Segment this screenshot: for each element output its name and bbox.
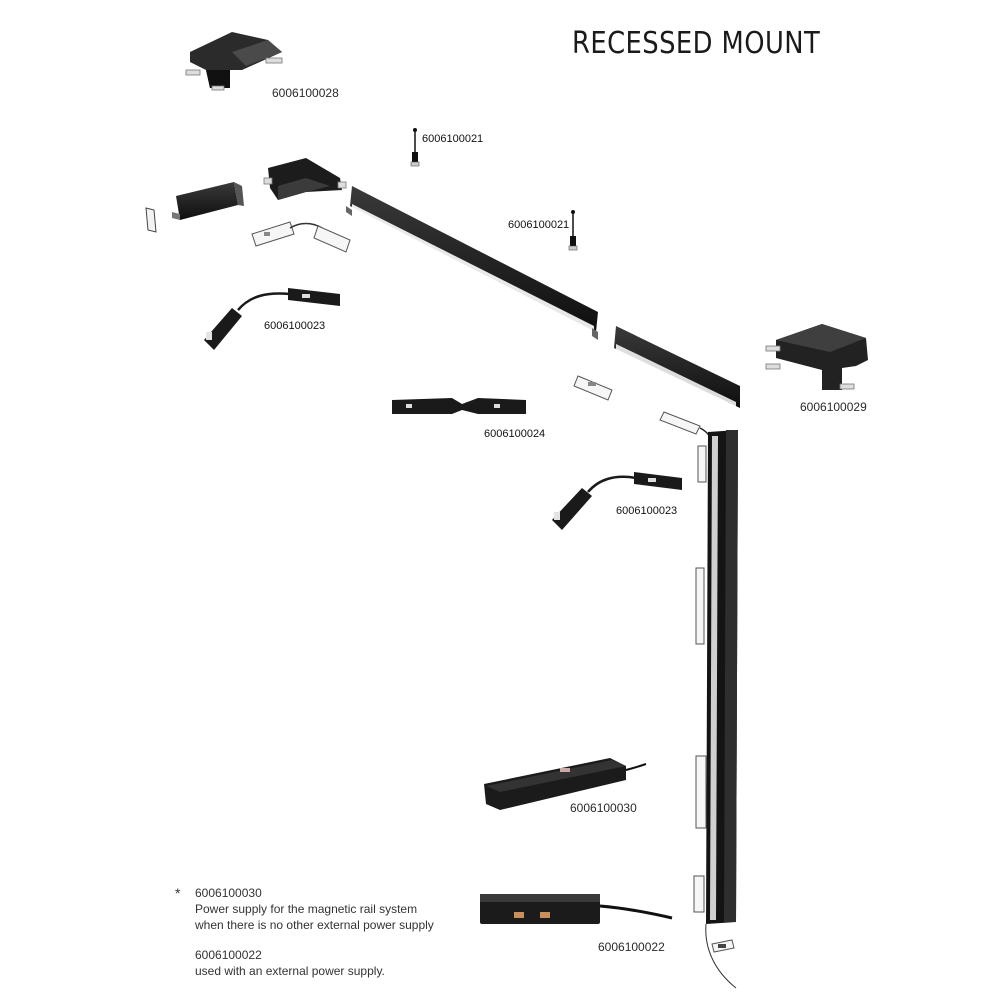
- straight-connector-white: [251, 221, 351, 253]
- label-l-corner-top: 6006100028: [272, 86, 339, 100]
- power-supply-module: [484, 758, 647, 810]
- footnote: * 6006100030 Power supply for the magnet…: [175, 885, 434, 979]
- magnetic-rail-short-right: [614, 326, 740, 408]
- label-l-corner-right: 6006100029: [800, 400, 867, 414]
- footnote-text-1a: Power supply for the magnetic rail syste…: [195, 902, 418, 916]
- suspension-cable-2: [568, 210, 578, 251]
- footnote-text-2: used with an external power supply.: [195, 964, 385, 978]
- straight-connector-black: [392, 398, 526, 414]
- label-suspension-1: 6006100021: [422, 133, 484, 145]
- end-cap-plate: [145, 207, 157, 233]
- label-power-supply-module: 6006100030: [570, 801, 637, 815]
- power-input-module: [480, 894, 673, 924]
- magnetic-rail-vertical: [706, 430, 738, 924]
- page-title: RECESSED MOUNT: [572, 26, 821, 61]
- l-corner-connector-middle: [263, 158, 347, 200]
- magnetic-rail-diagonal-long: [346, 186, 598, 340]
- label-flex-connector-1: 6006100023: [264, 320, 326, 332]
- straight-connector-small: [573, 375, 613, 401]
- footnote-code-1: 6006100030: [195, 886, 262, 900]
- flexible-connector-2: [552, 472, 682, 530]
- l-corner-connector-top: [185, 32, 283, 91]
- l-corner-connector-right: [765, 324, 868, 390]
- label-straight-connector: 6006100024: [484, 428, 546, 440]
- rail-clip-top: [659, 411, 713, 447]
- end-cap-bottom: [705, 923, 737, 989]
- label-flex-connector-2: 6006100023: [616, 505, 678, 517]
- footnote-star: *: [175, 885, 181, 901]
- rail-clips: [693, 445, 707, 913]
- footnote-text-1b: when there is no other external power su…: [195, 918, 434, 932]
- footnote-code-2: 6006100022: [195, 948, 262, 962]
- suspension-cable-1: [410, 128, 420, 167]
- label-power-input-module: 6006100022: [598, 940, 665, 954]
- short-rail-end-left: [172, 182, 244, 220]
- flexible-connector-1: [204, 288, 340, 350]
- label-suspension-2: 6006100021: [508, 219, 570, 231]
